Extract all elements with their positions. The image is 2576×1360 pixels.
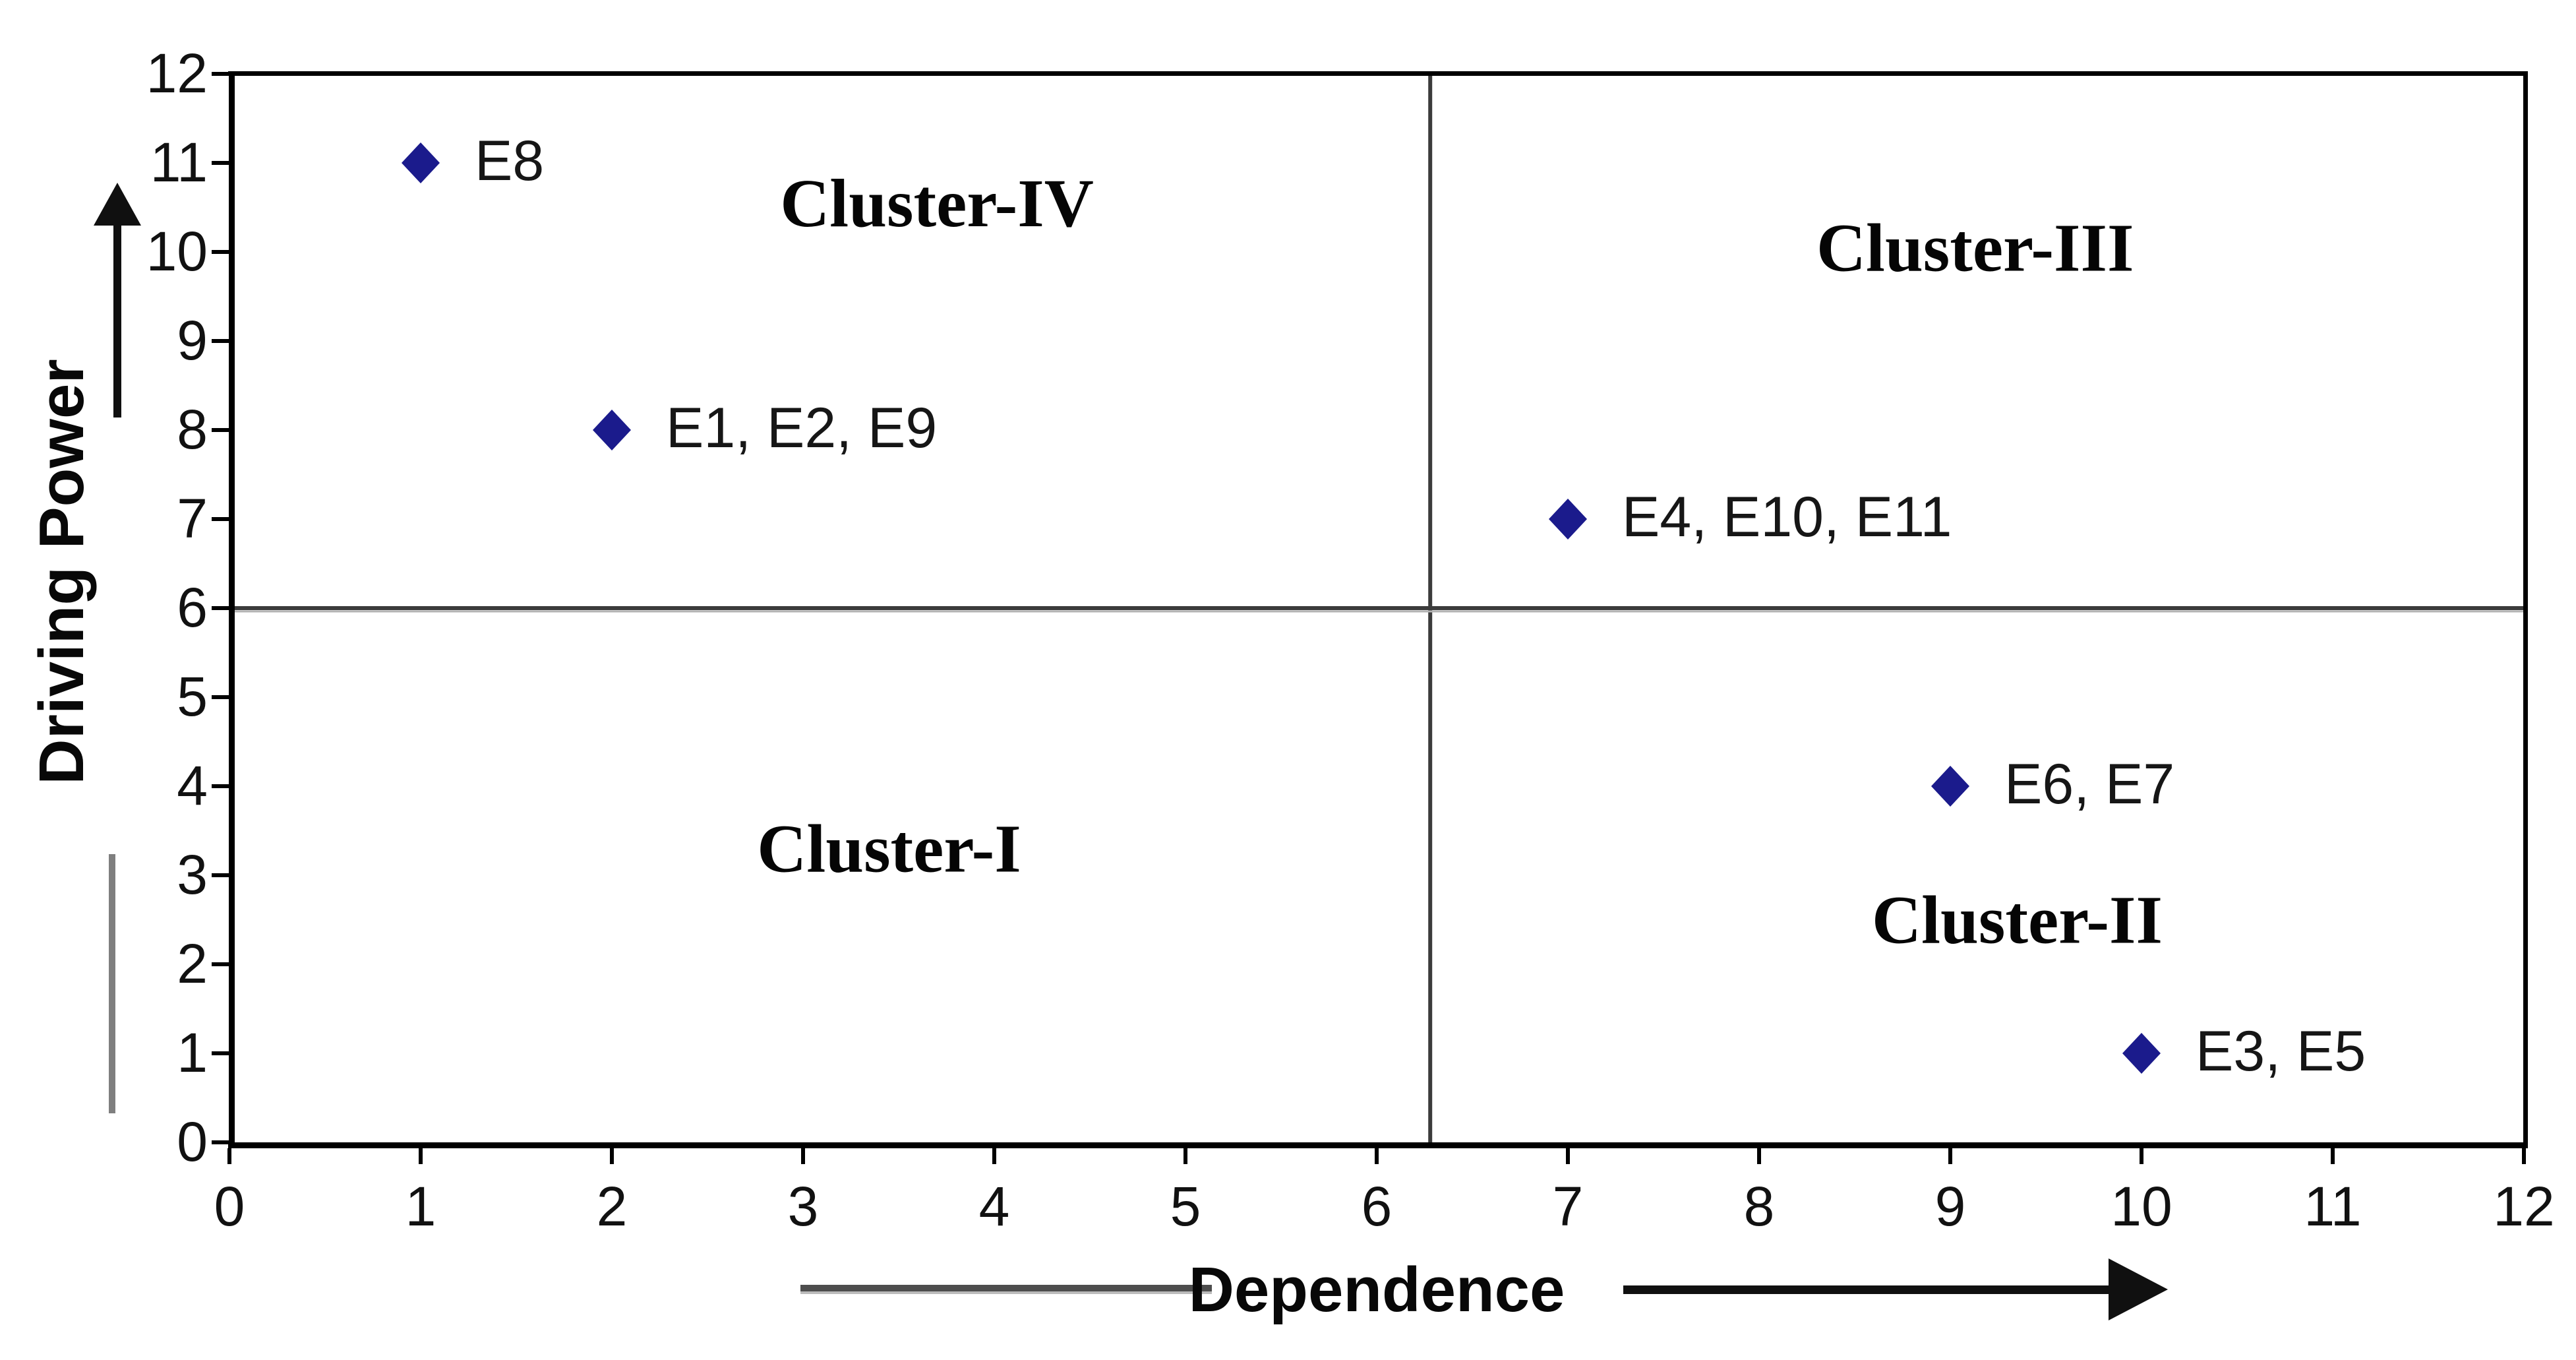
y-axis-title: Driving Power xyxy=(26,359,97,784)
diamond-marker xyxy=(593,410,631,450)
point-label: E1, E2, E9 xyxy=(666,396,937,460)
cluster-label: Cluster-IV xyxy=(780,166,1094,241)
x-tick-label: 12 xyxy=(2493,1175,2554,1237)
diamond-marker xyxy=(2122,1033,2161,1074)
y-tick-label: 8 xyxy=(177,398,208,460)
point-label: E6, E7 xyxy=(2004,753,2174,816)
x-tick-label: 6 xyxy=(1362,1175,1393,1237)
y-tick-label: 2 xyxy=(177,933,208,995)
x-tick-label: 5 xyxy=(1170,1175,1201,1237)
y-tick-label: 3 xyxy=(177,844,208,906)
y-tick-label: 1 xyxy=(177,1022,208,1084)
y-tick-label: 0 xyxy=(177,1111,208,1173)
cluster-label: Cluster-III xyxy=(1816,210,2134,286)
x-tick-label: 10 xyxy=(2111,1175,2172,1237)
y-tick-label: 10 xyxy=(146,220,208,282)
y-tick-label: 6 xyxy=(177,576,208,638)
y-tick-label: 4 xyxy=(177,755,208,817)
x-axis-right-arrowhead-icon xyxy=(2109,1258,2168,1320)
x-axis-left-segment-shadow xyxy=(800,1291,1212,1294)
point-label: E3, E5 xyxy=(2196,1020,2366,1083)
x-tick-label: 0 xyxy=(214,1175,245,1237)
x-tick-label: 7 xyxy=(1553,1175,1584,1237)
x-tick-label: 8 xyxy=(1744,1175,1775,1237)
x-tick-label: 4 xyxy=(979,1175,1010,1237)
y-axis-up-arrow-shaft xyxy=(113,224,121,417)
diamond-marker xyxy=(1549,499,1587,540)
y-axis-lower-segment xyxy=(109,854,115,1113)
point-label: E4, E10, E11 xyxy=(1622,485,1952,549)
cluster-label: Cluster-I xyxy=(757,811,1021,887)
y-tick-label: 5 xyxy=(177,665,208,727)
x-tick-label: 11 xyxy=(2304,1175,2361,1237)
x-axis-right-arrow-shaft xyxy=(1623,1285,2111,1294)
x-axis-left-segment xyxy=(800,1285,1212,1291)
x-tick-label: 9 xyxy=(1935,1175,1966,1237)
x-tick-label: 2 xyxy=(597,1175,628,1237)
x-axis-title: Dependence xyxy=(1189,1254,1565,1325)
diamond-marker xyxy=(1931,766,1969,807)
diamond-marker xyxy=(402,142,440,183)
y-axis-up-arrowhead-icon xyxy=(94,183,141,226)
y-tick-label: 9 xyxy=(177,309,208,371)
y-tick-label: 12 xyxy=(146,42,208,104)
cluster-label: Cluster-II xyxy=(1872,882,2163,958)
x-tick-label: 3 xyxy=(788,1175,819,1237)
y-tick-label: 11 xyxy=(150,131,208,193)
y-tick-label: 7 xyxy=(177,487,208,549)
x-tick-label: 1 xyxy=(405,1175,436,1237)
point-label: E8 xyxy=(475,129,544,193)
